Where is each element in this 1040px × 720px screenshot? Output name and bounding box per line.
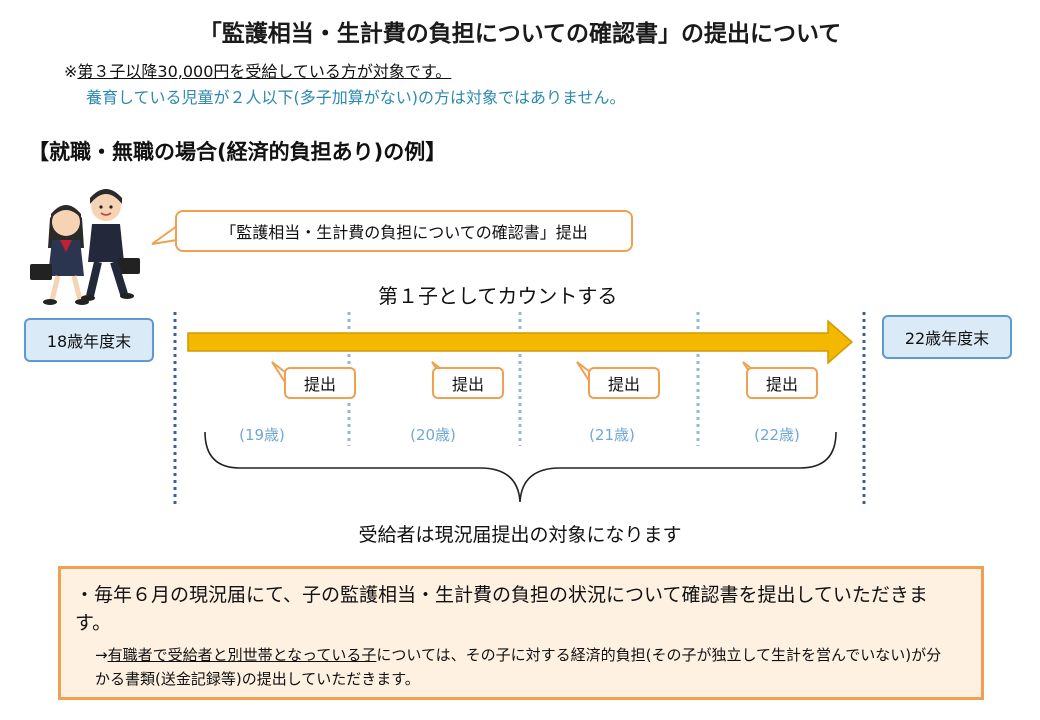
info-underlined: 有職者で受給者と別世帯となっている子 [107, 646, 377, 664]
recipients-label: 受給者は現況届提出の対象になります [358, 524, 682, 546]
timeline-arrow [187, 319, 854, 365]
age-label: (20歳) [410, 426, 456, 444]
age-label: (21歳) [589, 426, 635, 444]
end-age-box: 22歳年度末 [882, 315, 1012, 359]
info-box: ・毎年６月の現況届にて、子の監護相当・生計費の負担の状況について確認書を提出して… [58, 566, 984, 700]
start-age-box: 18歳年度末 [24, 318, 154, 362]
age-label: (19歳) [239, 426, 285, 444]
section-heading: 【就職・無職の場合(経済的負担あり)の例】 [28, 140, 447, 164]
info-main-text: ・毎年６月の現況届にて、子の監護相当・生計費の負担の状況について確認書を提出して… [75, 584, 928, 634]
submit-badge: 提出 [746, 367, 818, 399]
count-label: 第１子としてカウントする [378, 284, 618, 308]
speech-bubble-tail [151, 225, 178, 245]
note-underlined: 第３子以降30,000円を受給している方が対象です。 [77, 62, 452, 81]
exclusion-note: 養育している児童が２人以下(多子加算がない)の方は対象ではありません。 [86, 88, 626, 107]
range-brace [204, 431, 837, 503]
info-rest: については、その子に対する経済的負担(その子が独立して生計を営んでいない)が分か… [95, 646, 942, 688]
page-title: 「監護相当・生計費の負担についての確認書」の提出について [198, 21, 842, 47]
info-arrow: → [95, 646, 108, 664]
confirmation-speech-bubble: 「監護相当・生計費の負担についての確認書」提出 [175, 210, 633, 252]
submit-badge: 提出 [284, 367, 356, 399]
note-prefix: ※ [64, 62, 78, 81]
info-sub-text: →有職者で受給者と別世帯となっている子については、その子に対する経済的負担(その… [95, 643, 955, 691]
age-label: (22歳) [754, 426, 800, 444]
target-note: ※第３子以降30,000円を受給している方が対象です。 [64, 58, 451, 82]
students-illustration-icon [30, 189, 140, 305]
submit-badge: 提出 [588, 367, 660, 399]
submit-badge: 提出 [432, 367, 504, 399]
